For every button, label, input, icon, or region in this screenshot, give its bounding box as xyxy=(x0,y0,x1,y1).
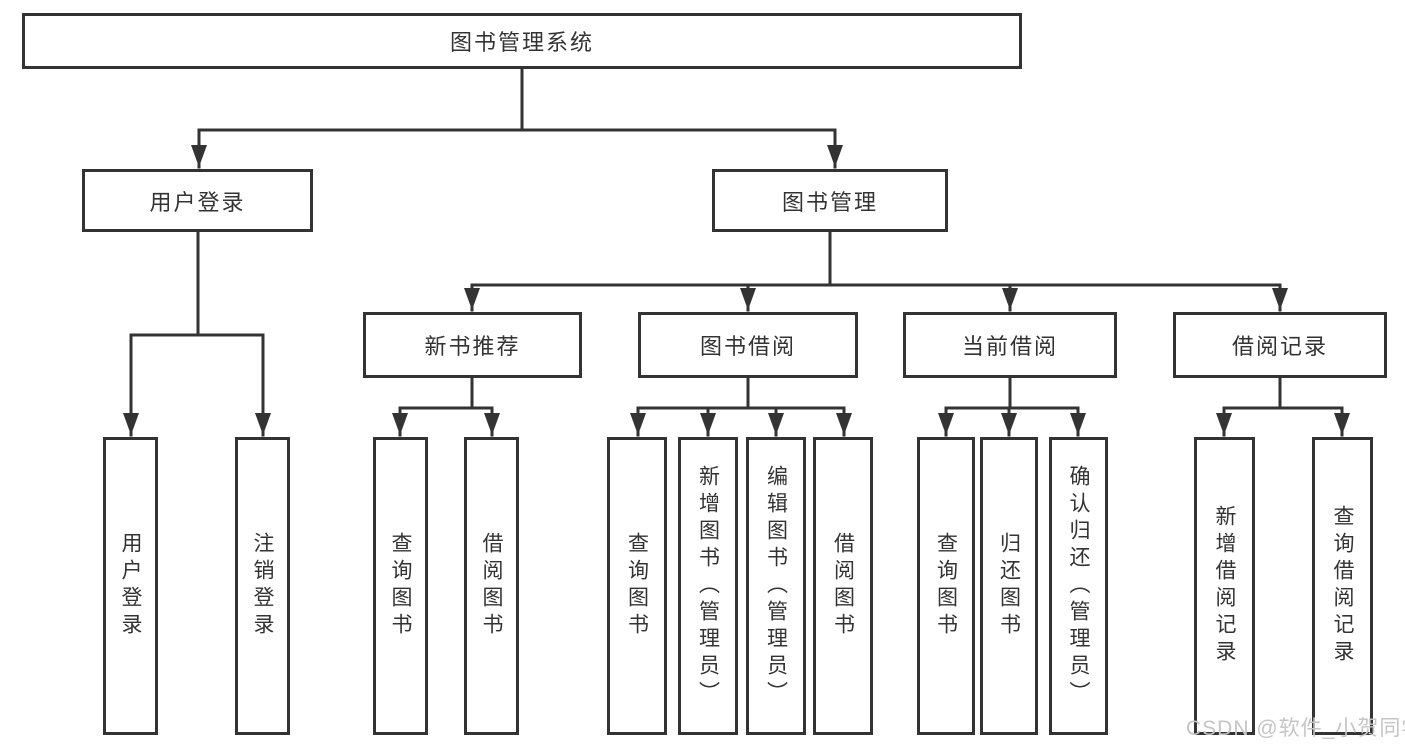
leaf-label: 查询借阅记录 xyxy=(1331,505,1354,667)
leaf-return-books: 归还图书 xyxy=(980,437,1038,735)
leaf-label: 借阅图书 xyxy=(480,532,503,640)
node-book-borrowing: 图书借阅 xyxy=(638,312,858,378)
csdn-watermark: CSDN @软件_小贺同学 xyxy=(1186,717,1405,740)
node-label: 当前借阅 xyxy=(961,334,1058,359)
node-borrowing-records: 借阅记录 xyxy=(1173,312,1387,378)
leaf-label: 注销登录 xyxy=(251,532,274,640)
node-label: 图书管理 xyxy=(781,189,878,215)
edge-current-borrow-children xyxy=(938,376,1086,437)
leaf-label: 新增借阅记录 xyxy=(1213,505,1236,667)
leaf-query-books-borrow: 查询图书 xyxy=(607,437,667,735)
node-current-borrowing: 当前借阅 xyxy=(903,312,1117,378)
leaf-borrow-books-recommend: 借阅图书 xyxy=(464,437,519,735)
leaf-query-borrow-record: 查询借阅记录 xyxy=(1312,437,1373,735)
leaf-query-books-current: 查询图书 xyxy=(917,437,975,735)
node-label: 新书推荐 xyxy=(424,334,521,359)
leaf-label: 查询图书 xyxy=(625,532,649,640)
leaf-label: 编辑图书（管理员） xyxy=(764,464,788,708)
edge-book-borrow-children xyxy=(630,376,852,437)
node-label: 图书借阅 xyxy=(699,334,796,359)
leaf-borrow-books: 借阅图书 xyxy=(813,437,873,735)
node-label: 图书管理系统 xyxy=(449,30,594,55)
leaf-label: 新增图书（管理员） xyxy=(696,464,720,708)
node-user-login: 用户登录 xyxy=(82,169,313,232)
leaf-label: 查询图书 xyxy=(389,532,412,640)
edge-root-to-level2 xyxy=(191,67,843,169)
leaf-edit-books-admin: 编辑图书（管理员） xyxy=(746,437,806,735)
node-label: 借阅记录 xyxy=(1231,334,1328,359)
leaf-add-borrow-record: 新增借阅记录 xyxy=(1194,437,1255,735)
leaf-logout: 注销登录 xyxy=(235,437,290,735)
leaf-label: 确认归还（管理员） xyxy=(1067,464,1090,708)
leaf-add-books-admin: 新增图书（管理员） xyxy=(678,437,738,735)
leaf-label: 用户登录 xyxy=(119,532,142,640)
leaf-label: 借阅图书 xyxy=(831,532,855,640)
edge-borrow-record-children xyxy=(1216,376,1350,437)
leaf-label: 查询图书 xyxy=(934,532,958,640)
leaf-confirm-return-admin: 确认归还（管理员） xyxy=(1049,437,1108,735)
edge-new-book-children xyxy=(392,376,500,437)
leaf-user-login: 用户登录 xyxy=(103,437,158,735)
node-library-management-system: 图书管理系统 xyxy=(22,13,1022,69)
leaf-query-books-recommend: 查询图书 xyxy=(373,437,428,735)
leaf-label: 归还图书 xyxy=(997,532,1021,640)
node-new-book-recommendation: 新书推荐 xyxy=(363,312,582,378)
node-book-management: 图书管理 xyxy=(712,169,948,232)
node-label: 用户登录 xyxy=(149,189,246,215)
edge-book-mgmt-to-level3 xyxy=(464,230,1288,312)
edge-user-login-children xyxy=(123,230,271,437)
